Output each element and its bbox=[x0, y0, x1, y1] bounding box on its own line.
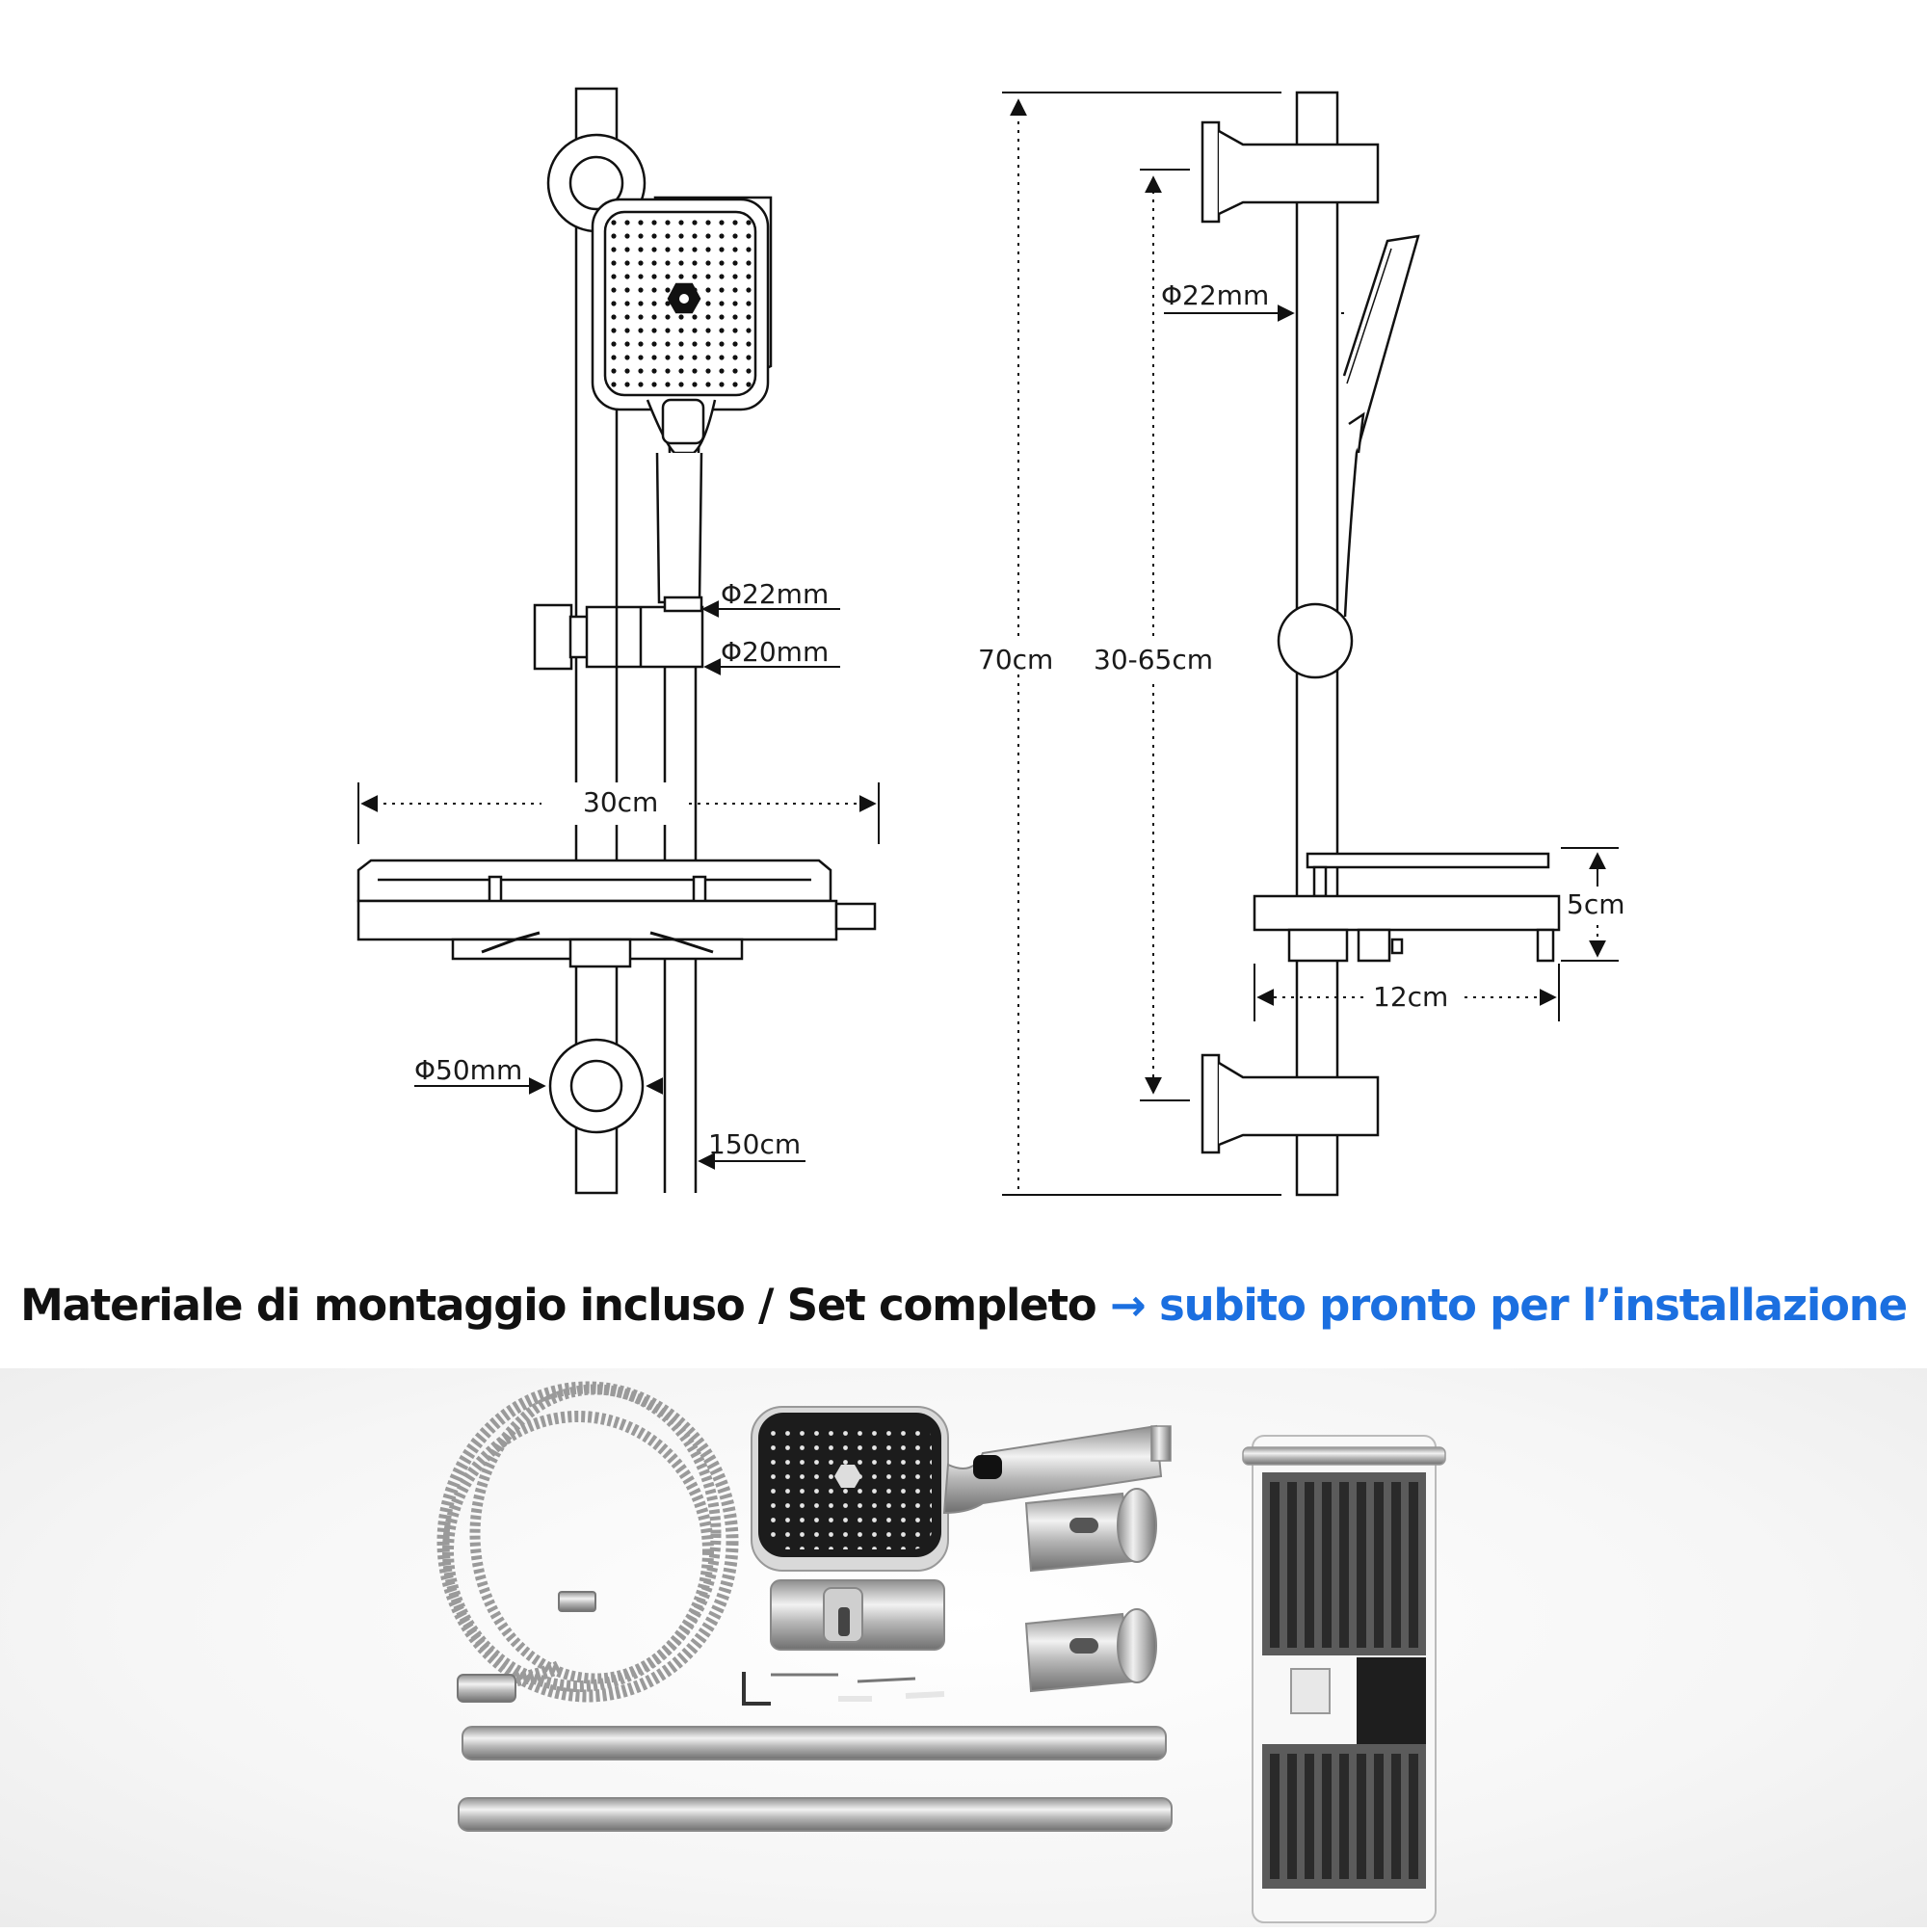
side-dim-rail: Φ22mm bbox=[1161, 279, 1269, 311]
wall-bracket bbox=[1024, 1488, 1157, 1573]
front-dim-holder-bar: Φ22mm bbox=[721, 578, 829, 610]
product-photo bbox=[0, 1368, 1927, 1927]
front-dim-hose-length: 150cm bbox=[708, 1128, 801, 1160]
side-slider-knob bbox=[1277, 602, 1354, 679]
headline-main: Materiale di montaggio incluso / Set com… bbox=[20, 1280, 1110, 1331]
side-top-bracket bbox=[1201, 120, 1380, 224]
screws-and-dowels bbox=[742, 1672, 945, 1706]
shower-hose bbox=[436, 1381, 739, 1703]
product-photo-art bbox=[436, 1381, 1446, 1923]
front-dim-bracket: Φ50mm bbox=[414, 1054, 522, 1086]
bottom-wall-bracket bbox=[548, 1038, 645, 1134]
headline-arrow: → bbox=[1110, 1280, 1147, 1331]
rail-rods bbox=[458, 1726, 1173, 1832]
rail-slider bbox=[770, 1579, 945, 1651]
side-dim-total-height: 70cm bbox=[978, 644, 1053, 675]
front-dim-holder-handle: Φ20mm bbox=[721, 636, 829, 668]
side-bottom-bracket bbox=[1201, 1053, 1380, 1154]
side-view bbox=[1002, 91, 1619, 1197]
side-hand-shower bbox=[1342, 234, 1420, 618]
soap-shelf-front bbox=[356, 859, 877, 968]
wall-bracket-second bbox=[1024, 1608, 1157, 1693]
slider-holder-front bbox=[533, 595, 704, 671]
side-shelf bbox=[1253, 852, 1561, 963]
soap-shelf bbox=[1242, 1435, 1446, 1923]
dimension-labels: Φ22mm Φ20mm 30cm Φ50mm 150cm Φ22mm 70cm … bbox=[414, 279, 1624, 1160]
headline-accent: subito pronto per l’installazione bbox=[1145, 1280, 1908, 1331]
side-dim-bracket-spacing: 30-65cm bbox=[1094, 644, 1213, 675]
side-dim-shelf-depth: 12cm bbox=[1373, 981, 1448, 1013]
side-dim-shelf-height: 5cm bbox=[1567, 888, 1624, 920]
front-view bbox=[356, 87, 880, 1195]
front-dim-shelf-width: 30cm bbox=[583, 786, 658, 818]
hand-shower-front bbox=[591, 196, 773, 604]
headline: Materiale di montaggio incluso / Set com… bbox=[0, 1280, 1927, 1331]
hand-shower bbox=[751, 1406, 1172, 1572]
